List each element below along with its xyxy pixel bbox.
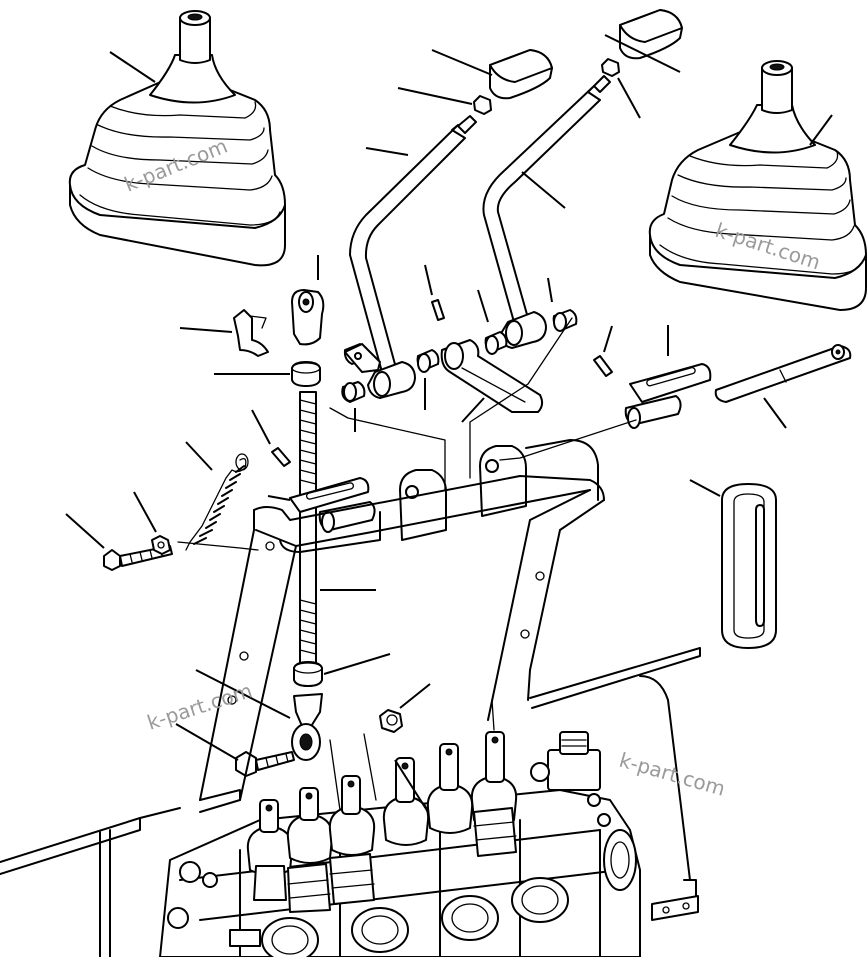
tension-spring — [185, 441, 249, 551]
roll-pin-left — [251, 409, 291, 467]
center-link-arm — [416, 264, 573, 479]
lower-rod-end — [195, 669, 323, 761]
right-lever-knob — [604, 9, 683, 73]
left-slotted-bracket — [267, 477, 376, 533]
small-nut-right — [379, 683, 431, 733]
left-control-lever — [341, 115, 477, 432]
bolt-and-nut-left — [65, 491, 259, 571]
left-lever-knob — [431, 49, 553, 100]
right-rubber-boot — [648, 60, 867, 311]
rubber-grommet — [689, 479, 777, 649]
spool-6 — [470, 731, 518, 857]
spool-5 — [426, 743, 474, 834]
lever-support-frame — [199, 439, 701, 881]
lower-right-bracket — [651, 879, 699, 921]
spool-3 — [328, 775, 376, 905]
right-control-lever — [477, 75, 611, 355]
spool-1 — [246, 799, 294, 901]
upper-clevis — [291, 255, 325, 346]
upper-nut — [214, 361, 321, 387]
lower-left-plate — [0, 807, 181, 958]
right-slotted-bracket — [624, 325, 712, 429]
lever-nuts — [397, 58, 641, 119]
watermark-3: k-part.com — [144, 678, 255, 734]
left-rubber-boot — [68, 10, 286, 267]
spool-2 — [286, 787, 334, 913]
pivot-shaft — [499, 344, 852, 461]
clip-pin — [179, 309, 269, 357]
threaded-rod — [299, 391, 376, 683]
valve-spools — [246, 699, 611, 913]
watermark-4: k-part.com — [617, 748, 728, 801]
relief-valve — [530, 731, 611, 827]
lower-bolt — [175, 723, 295, 777]
mid-bracket-plate — [329, 343, 446, 491]
lower-nut — [293, 653, 391, 687]
roll-pin-right — [593, 325, 613, 377]
